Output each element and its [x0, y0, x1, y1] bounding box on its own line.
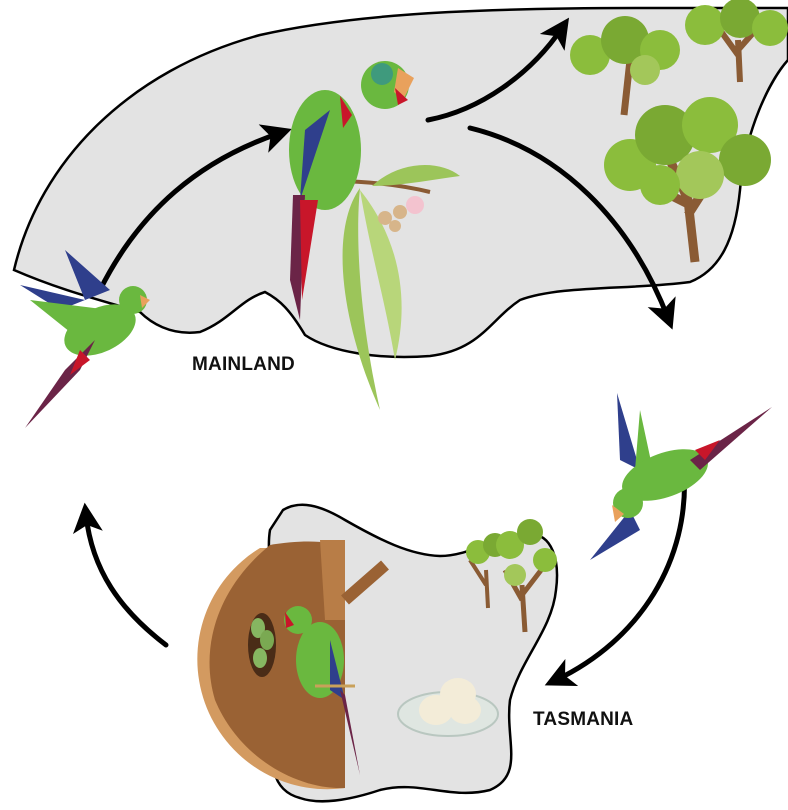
cycle-arrow-icon: [86, 515, 166, 645]
mainland-label: MAINLAND: [192, 354, 295, 376]
tasmania-label: TASMANIA: [533, 709, 633, 731]
